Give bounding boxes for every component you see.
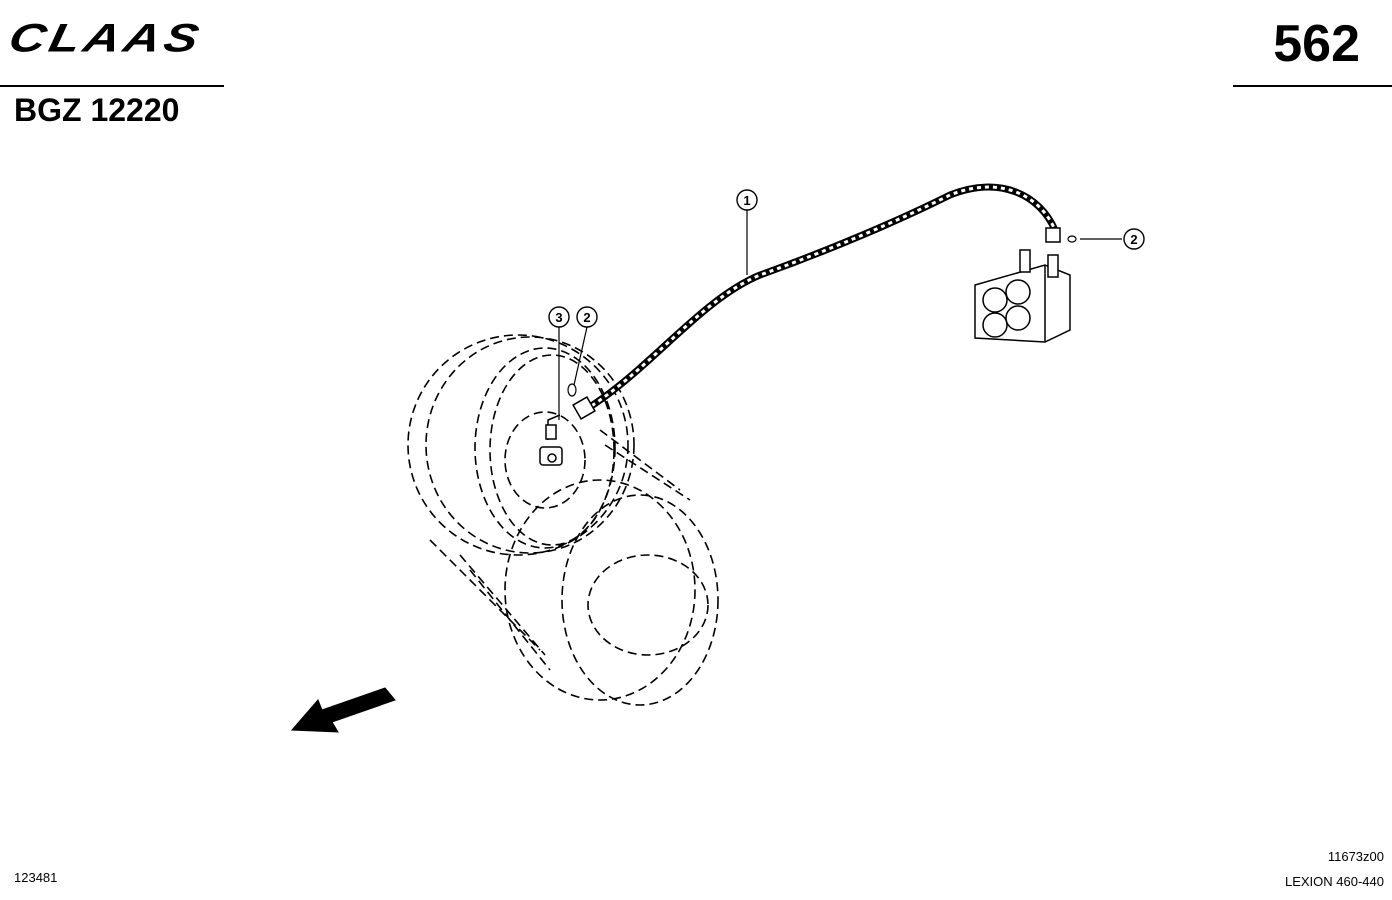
machine-model: LEXION 460-440 (1284, 874, 1384, 889)
hub-fitting (539, 414, 563, 466)
callout-1-label: 1 (743, 193, 750, 208)
assembly-code: BGZ 12220 (14, 92, 180, 128)
callout-2-hub-label: 2 (583, 310, 590, 325)
document-number: 123481 (14, 870, 58, 885)
hydraulic-hose (572, 183, 1061, 420)
callout-2-valve: 2 (1123, 228, 1145, 250)
callout-3-label: 3 (555, 310, 562, 325)
callout-1: 1 (736, 189, 758, 211)
drive-pulley (407, 334, 635, 556)
header-rule-right (1233, 85, 1392, 87)
page-number: 562 (1273, 15, 1360, 73)
travel-direction-arrow-icon (290, 687, 396, 733)
header-rule-left (0, 85, 224, 87)
callout-2-hub: 2 (576, 306, 598, 328)
control-valve (974, 249, 1071, 343)
leader-lines (558, 210, 1122, 420)
drawing-code: 11673z00 (1327, 849, 1384, 864)
callout-3: 3 (548, 306, 570, 328)
seal-rings (567, 235, 1077, 397)
callout-2-valve-label: 2 (1130, 232, 1137, 247)
front-pulley (429, 429, 719, 706)
